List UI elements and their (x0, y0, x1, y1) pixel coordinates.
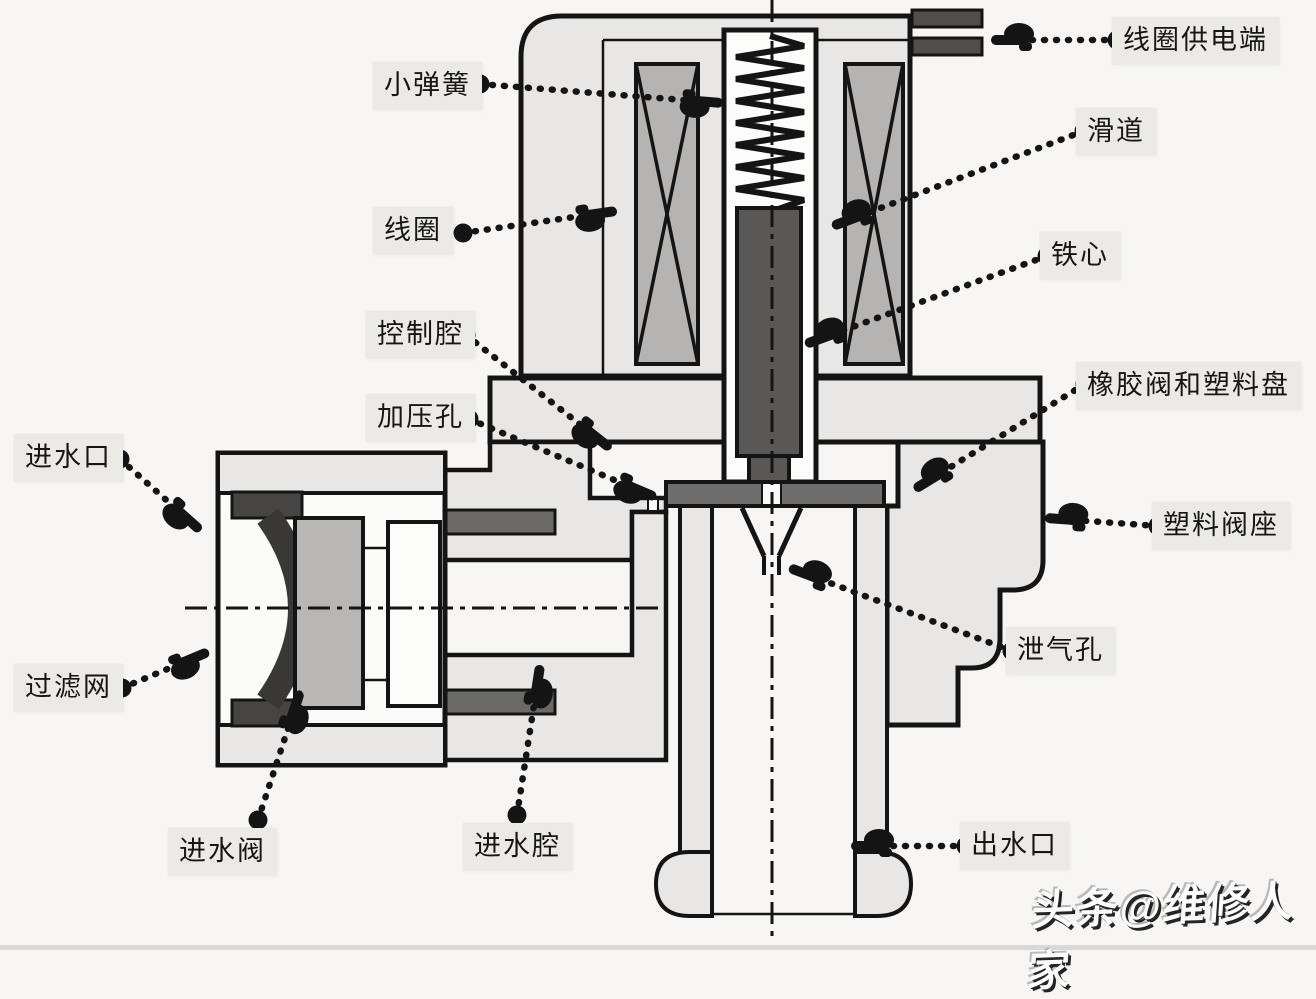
leader-line-small-spring (476, 80, 726, 107)
label-pressurizing-hole: 加压孔 (366, 394, 475, 442)
coil-power-terminals (910, 8, 984, 57)
label-control-chamber: 控制腔 (366, 311, 475, 359)
label-water-inlet: 进水口 (14, 434, 123, 482)
leader-line-filter-screen (118, 648, 212, 692)
photo-edge (0, 945, 1316, 950)
inlet-spring-seat (386, 520, 442, 708)
leader-line-iron-core (802, 252, 1051, 348)
leader-line-vent-hole (786, 564, 1016, 655)
label-small-spring: 小弹簧 (373, 62, 482, 110)
pointer-hand-vent-hole (785, 551, 836, 594)
plastic-valve-seat-shape (884, 439, 1046, 728)
label-plastic-valve-seat: 塑料阀座 (1152, 502, 1290, 550)
inlet-valve-assembly (215, 450, 448, 768)
small-spring-shape (735, 33, 805, 215)
iron-core-shape (735, 206, 803, 488)
coil-left (634, 62, 700, 366)
label-inlet-chamber: 进水腔 (463, 823, 572, 871)
label-coil: 线圈 (373, 207, 453, 255)
leader-dot-inlet-chamber (507, 805, 527, 825)
pointer-hand-coil-power-terminal (991, 23, 1034, 51)
watermark: 头条@维修人家 (1026, 877, 1297, 996)
label-inlet-valve: 进水阀 (168, 828, 277, 876)
label-water-outlet: 出水口 (960, 822, 1069, 870)
valve-seat-funnel (739, 506, 804, 575)
leader-dot-coil (453, 223, 473, 243)
leader-dot-inlet-valve (248, 810, 268, 830)
label-filter-screen: 过滤网 (14, 664, 123, 712)
outlet-tube (653, 504, 914, 918)
inlet-channel-bar-top (441, 508, 557, 536)
leader-line-inlet-chamber (513, 662, 544, 819)
leader-line-inlet-valve (254, 688, 304, 824)
centerlines (185, 0, 774, 938)
label-slideway: 滑道 (1076, 108, 1156, 156)
pointer-hand-plastic-valve-seat (1044, 500, 1090, 532)
label-rubber-valve-disc: 橡胶阀和塑料盘 (1076, 362, 1301, 410)
leader-line-slideway (829, 127, 1088, 230)
inlet-piston (293, 516, 365, 710)
pressurizing-hole-slot (647, 498, 659, 512)
label-iron-core: 铁心 (1040, 232, 1120, 280)
label-coil-power-terminal: 线圈供电端 (1112, 17, 1279, 65)
label-vent-hole: 泄气孔 (1006, 627, 1115, 675)
pointer-hand-filter-screen (165, 641, 216, 684)
